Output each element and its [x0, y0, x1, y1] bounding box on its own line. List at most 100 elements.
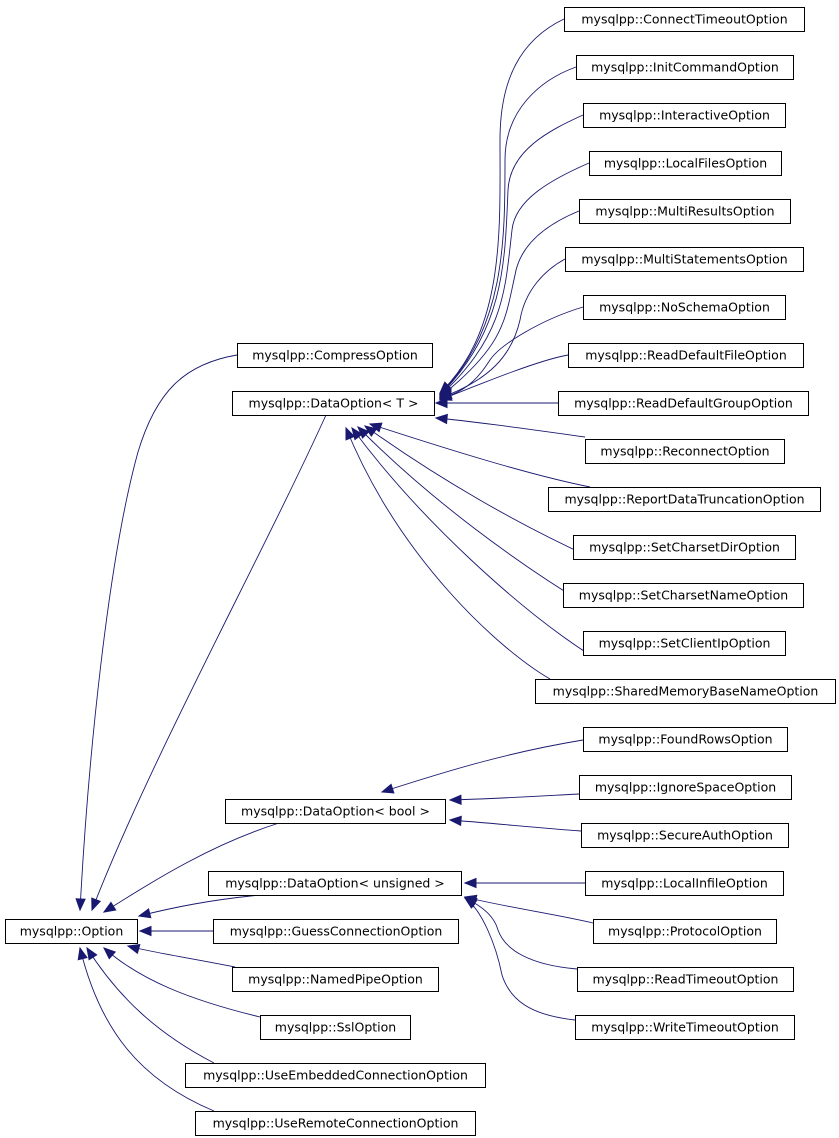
arrowhead-reconnect-to-data_t — [434, 413, 448, 425]
edge-data_bool-to-option — [103, 822, 280, 913]
class-node-option[interactable]: mysqlpp::Option — [5, 919, 138, 944]
class-label: mysqlpp::DataOption< T > — [249, 396, 419, 411]
edge-report_truncation-to-data_t — [369, 423, 591, 488]
class-label: mysqlpp::ReadDefaultFileOption — [585, 348, 787, 363]
class-node-no-schema[interactable]: mysqlpp::NoSchemaOption — [583, 295, 786, 320]
class-label: mysqlpp::UseEmbeddedConnectionOption — [203, 1068, 468, 1083]
edge-read_timeout-to-data_unsigned — [464, 897, 578, 970]
class-node-multi-results[interactable]: mysqlpp::MultiResultsOption — [579, 199, 791, 224]
class-node-shared-memory[interactable]: mysqlpp::SharedMemoryBaseNameOption — [535, 679, 836, 704]
class-label: mysqlpp::UseRemoteConnectionOption — [213, 1116, 459, 1131]
class-box — [558, 391, 809, 416]
class-node-multi-statements[interactable]: mysqlpp::MultiStatementsOption — [565, 247, 804, 272]
edge-multi_results-to-data_t — [439, 210, 580, 398]
class-box — [583, 631, 786, 656]
class-label: mysqlpp::SecureAuthOption — [597, 828, 773, 843]
edge-compress-to-option — [79, 354, 238, 911]
class-label: mysqlpp::ConnectTimeoutOption — [581, 12, 787, 27]
class-label: mysqlpp::DataOption< bool > — [241, 804, 430, 819]
class-node-protocol[interactable]: mysqlpp::ProtocolOption — [593, 919, 777, 944]
class-node-local-infile[interactable]: mysqlpp::LocalInfileOption — [585, 871, 784, 896]
class-node-found-rows[interactable]: mysqlpp::FoundRowsOption — [583, 727, 788, 752]
edge-reconnect-to-data_t — [435, 417, 586, 438]
class-box — [548, 487, 821, 512]
class-node-ignore-space[interactable]: mysqlpp::IgnoreSpaceOption — [579, 775, 792, 800]
class-node-data-unsigned[interactable]: mysqlpp::DataOption< unsigned > — [208, 871, 462, 896]
class-node-connect-timeout[interactable]: mysqlpp::ConnectTimeoutOption — [564, 7, 805, 32]
class-node-reconnect[interactable]: mysqlpp::ReconnectOption — [585, 439, 785, 464]
arrowhead-write_timeout-to-data_unsigned — [463, 897, 478, 909]
class-node-charset-name[interactable]: mysqlpp::SetCharsetNameOption — [563, 583, 804, 608]
class-label: mysqlpp::LocalFilesOption — [604, 156, 767, 171]
class-box — [576, 55, 794, 80]
class-box — [5, 919, 138, 944]
class-box — [583, 727, 788, 752]
class-node-report-truncation[interactable]: mysqlpp::ReportDataTruncationOption — [548, 487, 821, 512]
edge-charset_dir-to-data_t — [364, 425, 591, 558]
class-nodes: mysqlpp::Optionmysqlpp::CompressOptionmy… — [5, 7, 836, 1136]
class-label: mysqlpp::CompressOption — [252, 348, 418, 363]
edge-secure_auth-to-data_bool — [449, 819, 582, 832]
class-node-guess[interactable]: mysqlpp::GuessConnectionOption — [213, 919, 459, 944]
class-box — [585, 871, 784, 896]
class-node-secure-auth[interactable]: mysqlpp::SecureAuthOption — [581, 823, 789, 848]
arrowhead-use_remote-to-option — [77, 946, 88, 961]
class-box — [583, 295, 786, 320]
class-node-init-command[interactable]: mysqlpp::InitCommandOption — [576, 55, 794, 80]
edge-use_embedded-to-option — [86, 947, 215, 1064]
class-box — [563, 583, 804, 608]
edge-ssl-to-option — [103, 947, 261, 1018]
class-node-compress[interactable]: mysqlpp::CompressOption — [237, 343, 433, 368]
class-label: mysqlpp::FoundRowsOption — [598, 732, 772, 747]
class-box — [579, 199, 791, 224]
class-node-read-timeout[interactable]: mysqlpp::ReadTimeoutOption — [577, 967, 794, 992]
class-box — [593, 919, 777, 944]
edge-read_default_file-to-data_t — [439, 354, 569, 401]
arrowhead-local_infile-to-data_unsigned — [463, 877, 477, 889]
class-node-local-files[interactable]: mysqlpp::LocalFilesOption — [589, 151, 782, 176]
class-box — [581, 823, 789, 848]
class-node-interactive[interactable]: mysqlpp::InteractiveOption — [583, 103, 786, 128]
class-label: mysqlpp::InitCommandOption — [591, 60, 779, 75]
arrowhead-data_bool-to-option — [102, 901, 117, 913]
class-box — [185, 1063, 486, 1088]
class-node-data-bool[interactable]: mysqlpp::DataOption< bool > — [225, 799, 446, 824]
class-box — [208, 871, 462, 896]
class-node-read-default-group[interactable]: mysqlpp::ReadDefaultGroupOption — [558, 391, 809, 416]
class-label: mysqlpp::GuessConnectionOption — [230, 924, 443, 939]
class-node-data-t[interactable]: mysqlpp::DataOption< T > — [232, 391, 435, 416]
class-box — [213, 919, 459, 944]
class-node-ssl[interactable]: mysqlpp::SslOption — [260, 1015, 411, 1040]
class-label: mysqlpp::ReportDataTruncationOption — [564, 492, 804, 507]
arrowhead-read_default_group-to-data_t — [434, 397, 448, 409]
edge-ignore_space-to-data_bool — [449, 793, 580, 801]
edge-interactive-to-data_t — [439, 114, 584, 396]
class-label: mysqlpp::WriteTimeoutOption — [591, 1020, 779, 1035]
class-node-client-ip[interactable]: mysqlpp::SetClientIpOption — [583, 631, 786, 656]
class-node-use-remote[interactable]: mysqlpp::UseRemoteConnectionOption — [195, 1111, 476, 1136]
class-box — [565, 247, 804, 272]
arrowhead-use_embedded-to-option — [86, 946, 98, 961]
edge-data_t-to-option — [91, 414, 327, 911]
edge-data_unsigned-to-option — [138, 894, 261, 917]
arrowhead-guess-to-option — [138, 925, 152, 937]
class-label: mysqlpp::SetClientIpOption — [599, 636, 771, 651]
edge-init_command-to-data_t — [439, 66, 577, 395]
class-node-read-default-file[interactable]: mysqlpp::ReadDefaultFileOption — [568, 343, 804, 368]
class-label: mysqlpp::DataOption< unsigned > — [225, 876, 445, 891]
arrowhead-shared_memory-to-data_t — [345, 426, 356, 441]
edge-no_schema-to-data_t — [439, 306, 584, 400]
class-label: mysqlpp::ProtocolOption — [608, 924, 762, 939]
class-node-charset-dir[interactable]: mysqlpp::SetCharsetDirOption — [573, 535, 796, 560]
arrowhead-data_unsigned-to-option — [137, 908, 152, 919]
class-label: mysqlpp::SetCharsetNameOption — [579, 588, 788, 603]
class-box — [195, 1111, 476, 1136]
class-node-named-pipe[interactable]: mysqlpp::NamedPipeOption — [232, 967, 439, 992]
class-box — [575, 1015, 795, 1040]
class-node-use-embedded[interactable]: mysqlpp::UseEmbeddedConnectionOption — [185, 1063, 486, 1088]
class-node-write-timeout[interactable]: mysqlpp::WriteTimeoutOption — [575, 1015, 795, 1040]
edge-found_rows-to-data_bool — [381, 739, 584, 793]
class-label: mysqlpp::ReconnectOption — [600, 444, 769, 459]
class-box — [577, 967, 794, 992]
class-label: mysqlpp::SharedMemoryBaseNameOption — [553, 684, 819, 699]
